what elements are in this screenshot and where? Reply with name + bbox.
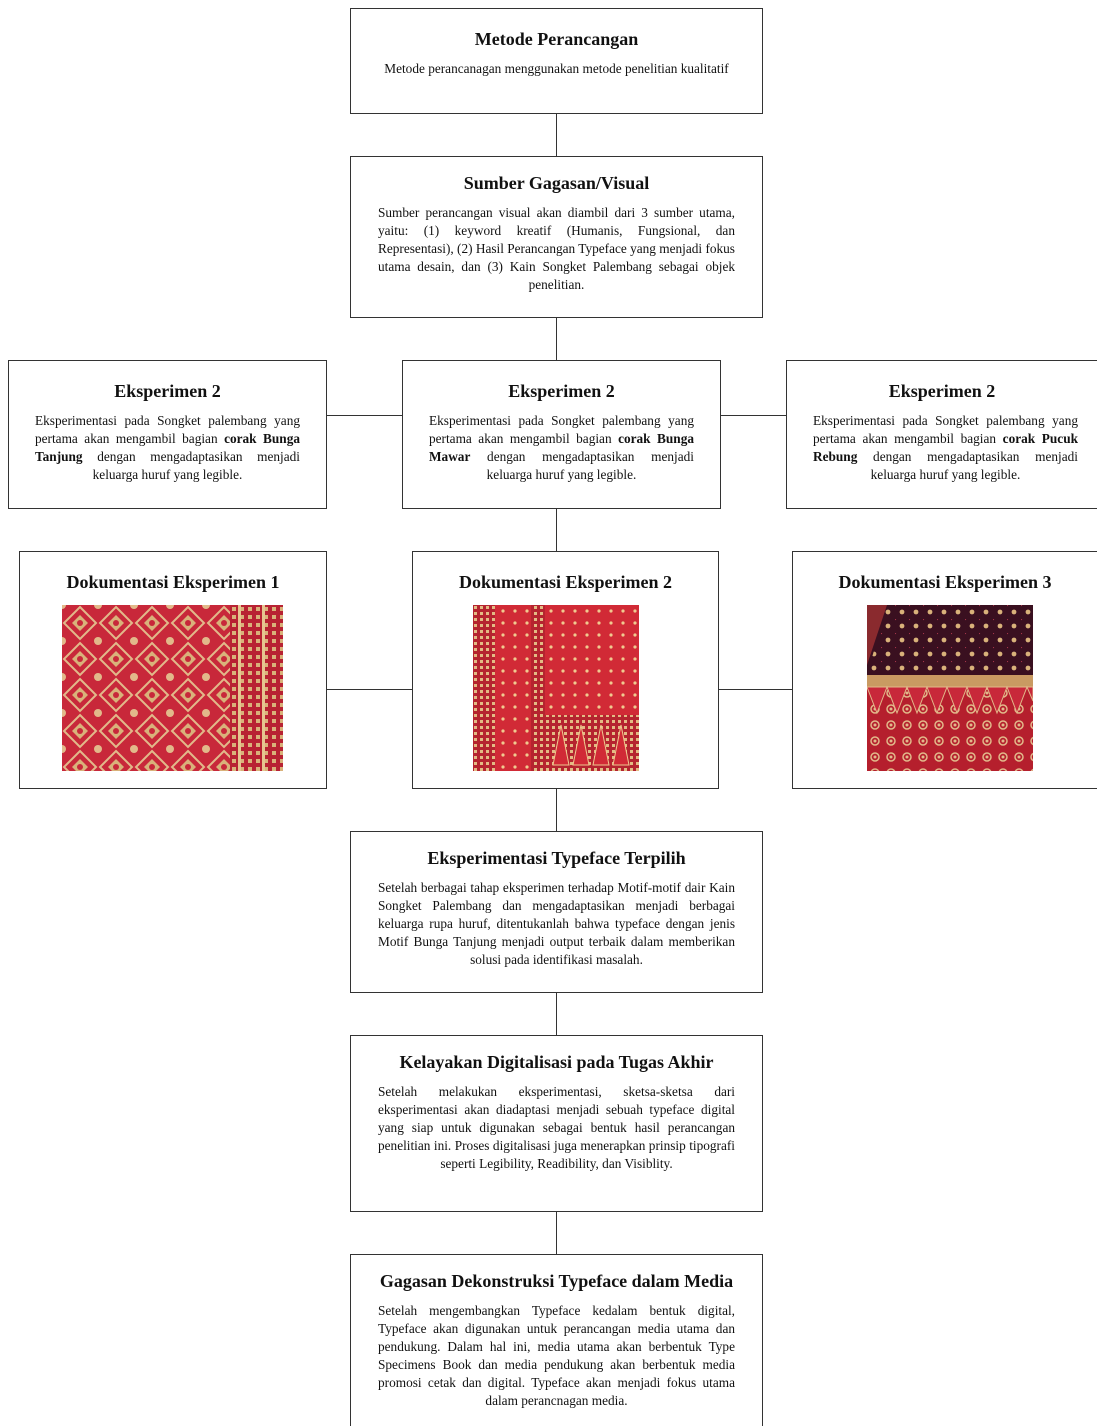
terpilih-text: Setelah berbagai tahap eksperimen terhad…: [378, 880, 735, 967]
connector-sumber-eksperimen: [556, 317, 557, 361]
songket-photo-pucuk-rebung: [867, 605, 1033, 771]
eksperimen-title: Eksperimen 2: [888, 381, 996, 401]
connector-dokumentasi-right: [718, 689, 793, 690]
kelayakan-box: Kelayakan Digitalisasi pada Tugas Akhir …: [350, 1035, 763, 1212]
terpilih-title: Eksperimentasi Typeface Terpilih: [427, 848, 686, 868]
eksperimen-box-2: Eksperimen 2 Eksperimentasi pada Songket…: [402, 360, 721, 509]
dokumentasi-title: Dokumentasi Eksperimen 2: [458, 572, 673, 592]
metode-box: Metode Perancangan Metode perancanagan m…: [350, 8, 763, 114]
sumber-box: Sumber Gagasan/Visual Sumber perancangan…: [350, 156, 763, 318]
dokumentasi-box-2: Dokumentasi Eksperimen 2: [412, 551, 719, 789]
sumber-title: Sumber Gagasan/Visual: [463, 173, 650, 193]
eksperimen-text: Eksperimentasi pada Songket palembang ya…: [813, 413, 1078, 482]
gagasan-box: Gagasan Dekonstruksi Typeface dalam Medi…: [350, 1254, 763, 1426]
eksperimen-box-3: Eksperimen 2 Eksperimentasi pada Songket…: [786, 360, 1097, 509]
connector-metode-sumber: [556, 113, 557, 157]
eksperimen-text: Eksperimentasi pada Songket palembang ya…: [429, 413, 695, 482]
eksperimen-text: Eksperimentasi pada Songket palembang ya…: [35, 413, 301, 482]
gagasan-text: Setelah mengembangkan Typeface kedalam b…: [378, 1303, 735, 1408]
eksperimen-title: Eksperimen 2: [508, 381, 615, 401]
connector-kelayakan-gagasan: [556, 1211, 557, 1255]
songket-photo-bunga-tanjung: [62, 605, 283, 771]
gagasan-title: Gagasan Dekonstruksi Typeface dalam Medi…: [379, 1271, 734, 1291]
songket-photo-bunga-mawar: [473, 605, 639, 771]
eksperimen-title: Eksperimen 2: [114, 381, 221, 401]
terpilih-box: Eksperimentasi Typeface Terpilih Setelah…: [350, 831, 763, 993]
connector-dokumentasi-left: [326, 689, 413, 690]
connector-dokumentasi-terpilih: [556, 788, 557, 832]
kelayakan-title: Kelayakan Digitalisasi pada Tugas Akhir: [399, 1052, 714, 1072]
connector-eksperimen-right: [720, 415, 787, 416]
connector-eksperimen-dokumentasi: [556, 508, 557, 552]
kelayakan-text: Setelah melakukan eksperimentasi, sketsa…: [378, 1084, 735, 1171]
eksperimen-box-1: Eksperimen 2 Eksperimentasi pada Songket…: [8, 360, 327, 509]
connector-terpilih-kelayakan: [556, 992, 557, 1036]
metode-text: Metode perancanagan menggunakan metode p…: [384, 61, 729, 76]
dokumentasi-title: Dokumentasi Eksperimen 1: [66, 572, 280, 592]
dokumentasi-title: Dokumentasi Eksperimen 3: [838, 572, 1052, 592]
sumber-text: Sumber perancangan visual akan diambil d…: [378, 205, 735, 292]
metode-title: Metode Perancangan: [474, 29, 639, 49]
connector-eksperimen-left: [326, 415, 403, 416]
